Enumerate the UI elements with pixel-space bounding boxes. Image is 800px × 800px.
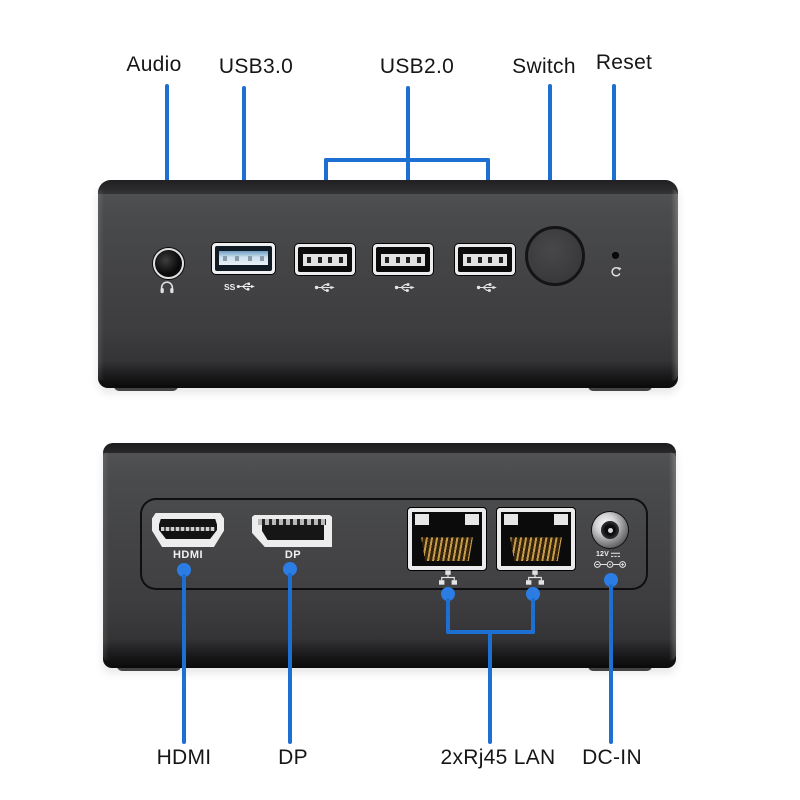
hdmi-callout-line: [182, 574, 186, 744]
lan-callout-dot-1: [441, 587, 455, 601]
rj45-port-2: [497, 508, 575, 570]
dcin-callout-line: [609, 584, 613, 744]
case-right-highlight: [671, 189, 678, 381]
case-left-highlight: [98, 189, 104, 381]
lan-label: 2xRj45 LAN: [440, 746, 556, 769]
audio-label: Audio: [126, 53, 182, 76]
hdmi-port: [152, 513, 224, 547]
usb-trident-icon: [476, 283, 497, 292]
dp-port: [252, 515, 332, 547]
hdmi-port-label: HDMI: [172, 549, 204, 561]
usb2-callout-stem: [406, 86, 410, 162]
audio-jack-port: [153, 248, 184, 279]
dp-callout-line: [288, 573, 292, 744]
case-foot: [117, 665, 181, 671]
rj45-port-1: [408, 508, 486, 570]
lan-icon: [526, 570, 544, 585]
dp-callout-dot: [283, 562, 297, 576]
case-top-edge: [98, 180, 678, 194]
lan-callout-line-1: [446, 598, 450, 634]
reset-pinhole: [612, 252, 619, 259]
headphone-icon: [160, 281, 174, 294]
usb-trident-icon: [394, 283, 415, 292]
usb-trident-icon: [314, 283, 335, 292]
case-foot: [114, 385, 178, 391]
reset-callout-line: [612, 84, 616, 230]
lan-icon: [439, 570, 457, 585]
dc-polarity-icon: [594, 561, 626, 568]
usb3-label: USB3.0: [218, 55, 294, 78]
lan-callout-dot-2: [526, 587, 540, 601]
dc-in-jack: [592, 512, 628, 548]
mini-pc-front-view: SS: [98, 180, 678, 391]
reset-label: Reset: [595, 51, 653, 74]
usb3-callout-line: [242, 86, 246, 228]
dc-symbol-icon: [611, 552, 621, 557]
audio-callout-line: [165, 84, 169, 236]
case-top-edge: [103, 443, 676, 453]
case-left-highlight: [103, 452, 109, 661]
hdmi-callout-dot: [177, 563, 191, 577]
lan-callout-stem: [488, 630, 492, 744]
usb2-port-2: [373, 244, 433, 275]
switch-callout-line: [548, 84, 552, 232]
case-right-highlight: [669, 452, 676, 661]
usb2-port-1: [295, 244, 355, 275]
dcin-callout-dot: [604, 573, 618, 587]
superspeed-ss-text: SS: [224, 281, 236, 292]
usb2-label: USB2.0: [379, 55, 455, 78]
usb2-port-3: [455, 244, 515, 275]
case-foot: [588, 665, 652, 671]
mini-pc-rear-view: HDMI DP 12V: [103, 443, 676, 671]
usb3-superspeed-icon: SS: [224, 281, 256, 292]
hdmi-label: HDMI: [156, 746, 212, 769]
dp-port-label: DP: [284, 549, 302, 561]
dcin-label: DC-IN: [582, 746, 642, 769]
reset-icon: [611, 267, 622, 277]
dp-label: DP: [278, 746, 308, 769]
rear-io-panel: [140, 498, 648, 590]
power-switch-button: [525, 226, 585, 286]
switch-label: Switch: [512, 55, 576, 78]
case-foot: [588, 385, 652, 391]
dc-voltage-text: 12V: [595, 551, 610, 558]
usb3-port: [212, 243, 275, 274]
dc-voltage-label: 12V: [595, 551, 621, 558]
lan-callout-line-2: [531, 598, 535, 634]
